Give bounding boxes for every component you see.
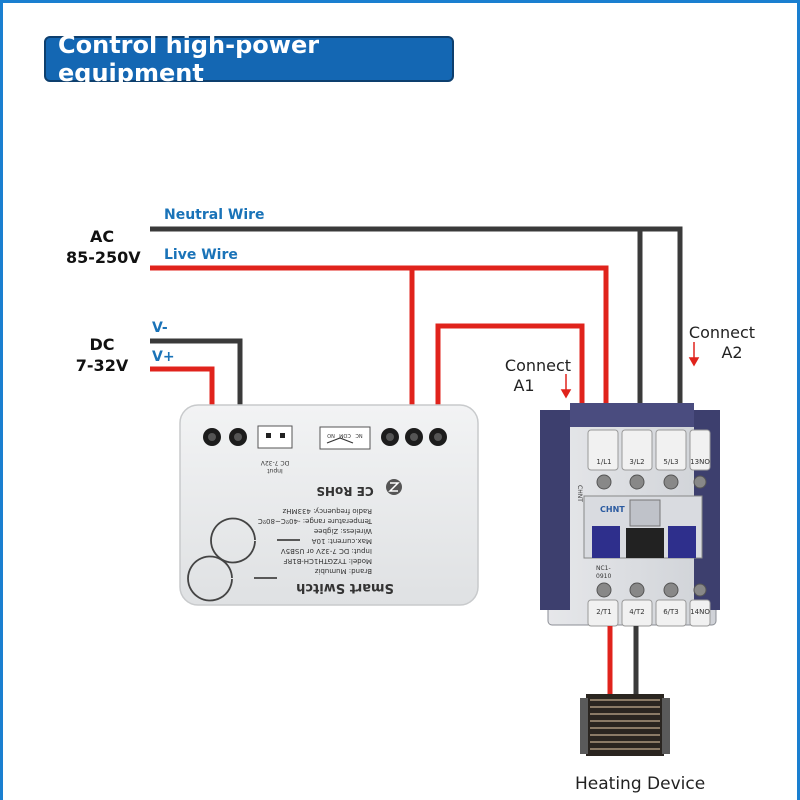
dc-source-label: DC 7-32V [68,334,136,376]
relay-nc-label: NC [355,432,363,438]
smart-switch-name: Smart Switch [296,580,394,595]
dc-label-line1: DC [89,335,115,354]
contactor-model-1: NC1- [596,565,611,572]
connect-a1-arrow [560,374,572,399]
input-port-label: Input [267,467,283,474]
connect-a2-label: Connect A2 [682,323,762,363]
spec-line: Brand: Mumubiz [314,567,372,575]
contactor: 1/L1 3/L2 5/L3 13NO CHNT CHNT NC1- 0910 … [540,403,720,627]
terminal-6-t3: 6/T3 [663,608,679,616]
terminal-3-l2: 3/L2 [629,458,644,466]
dc-label-line2: 7-32V [75,356,129,375]
page-title-text: Control high-power equipment [58,31,320,87]
spec-line: Input: DC 7-32V or USB5V [281,547,372,555]
input-voltage-label: DC 7-32V [260,459,289,466]
spec-line: Wireless: Zigbee [314,527,372,535]
terminal-1-l1: 1/L1 [596,458,611,466]
heating-device-label: Heating Device [575,774,706,794]
spec-line: Model: TYZGTH1CH-B1RF [283,557,372,565]
terminal-5-l3: 5/L3 [663,458,678,466]
v-plus-label: V+ [152,349,175,365]
connect-a2-line2: A2 [721,343,743,362]
v-minus-label: V- [152,320,168,336]
smart-switch-module: DC 7-32V Input NO COM NC CE RoHS Brand: … [179,404,479,606]
spec-line: Temperature range: -40ºC~80ºC [258,517,373,525]
contactor-brand-side: CHNT [576,485,583,502]
terminal-14no: 14NO [690,608,710,616]
terminal-2-t1: 2/T1 [596,608,612,616]
certification-label: CE RoHS [316,484,373,498]
terminal-4-t2: 4/T2 [629,608,645,616]
connect-a1-line2: A1 [513,376,535,395]
live-wire-label: Live Wire [164,247,238,263]
neutral-wire-label: Neutral Wire [164,207,265,223]
connect-a2-line1: Connect [688,323,756,342]
relay-com-label: COM [339,432,351,438]
contactor-brand: CHNT [600,505,625,514]
terminal-13no: 13NO [690,458,710,466]
switch-button-outlines [187,517,300,602]
heating-device-image [580,694,670,756]
ac-label-line2: 85-250V [66,248,141,267]
spec-lines: Brand: Mumubiz Model: TYZGTH1CH-B1RF Input… [258,507,373,575]
page-title: Control high-power equipment [44,31,454,87]
spec-line: Radio frequency: 433MHz [282,507,372,515]
connect-a2-arrow [688,342,700,367]
ac-label-line1: AC [89,227,115,246]
spec-line: Max.current: 10A [312,537,372,545]
switch-to-a1-wire [435,323,585,436]
neutral-wire-a2 [640,226,683,420]
ac-source-label: AC 85-250V [66,226,141,268]
contactor-model-2: 0910 [596,573,611,580]
relay-no-label: NO [327,432,335,438]
connect-a1-label: Connect A1 [498,356,578,396]
live-wire [150,265,609,432]
connect-a1-line1: Connect [504,356,572,375]
